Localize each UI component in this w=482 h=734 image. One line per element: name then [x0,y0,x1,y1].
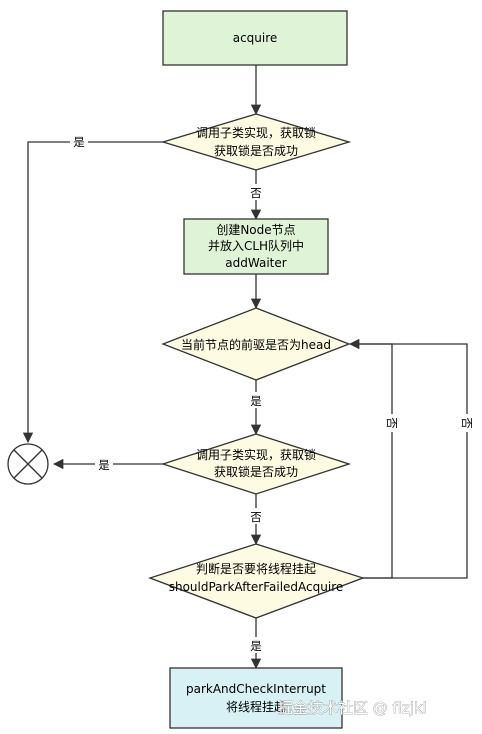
edge-label-d3-no: 否 [250,510,262,524]
node-decision-acquire-lock-2: 调用子类实现，获取锁 获取锁是否成功 [160,433,352,495]
decision3-line2: 获取锁是否成功 [214,464,298,479]
node-acquire-label: acquire [233,31,278,45]
decision4-line1: 判断是否要将线程挂起 [196,561,316,576]
edge-decision4-no-loop [348,338,393,579]
decision1-line2: 获取锁是否成功 [214,143,298,158]
addwaiter-line2: 并放入CLH队列中 [208,238,304,253]
edge-label-d4-no: 否 [385,417,399,429]
edge-label-d1-no: 否 [250,186,262,200]
park-line2: 将线程挂起 [226,699,286,714]
decision4-line2: shouldParkAfterFailedAcquire [169,580,344,594]
park-line1: parkAndCheckInterrupt [186,682,326,696]
edge-label-d1-yes: 是 [73,135,85,149]
watermark: 掘金技术社区 @ flzjkl [278,699,427,717]
node-park-and-check-interrupt: parkAndCheckInterrupt 将线程挂起 [169,667,343,729]
edge-label-d2-no: 否 [460,417,474,429]
decision1-line1: 调用子类实现，获取锁 [196,125,316,140]
node-acquire: acquire [162,10,348,66]
x-circle-icon [7,443,49,485]
decision2-label: 当前节点的前驱是否为head [181,337,331,352]
edge-label-d2-yes: 是 [250,394,262,408]
edge-label-d3-yes: 是 [98,458,110,472]
decision3-line1: 调用子类实现，获取锁 [196,447,316,462]
node-decision-should-park: 判断是否要将线程挂起 shouldParkAfterFailedAcquire [148,543,365,619]
addwaiter-line3: addWaiter [225,256,286,270]
node-add-waiter: 创建Node节点 并放入CLH队列中 addWaiter [183,218,329,275]
edge-label-d4-yes: 是 [250,639,262,653]
edge-decision1-yes [22,141,163,444]
edge-labels: 是 否 是 是 否 是 否 否 [70,133,475,653]
addwaiter-line1: 创建Node节点 [216,223,295,237]
edge-decision2-no-loop [350,343,468,579]
node-decision-predecessor-head: 当前节点的前驱是否为head [161,307,351,381]
node-decision-acquire-lock-1: 调用子类实现，获取锁 获取锁是否成功 [160,113,352,171]
